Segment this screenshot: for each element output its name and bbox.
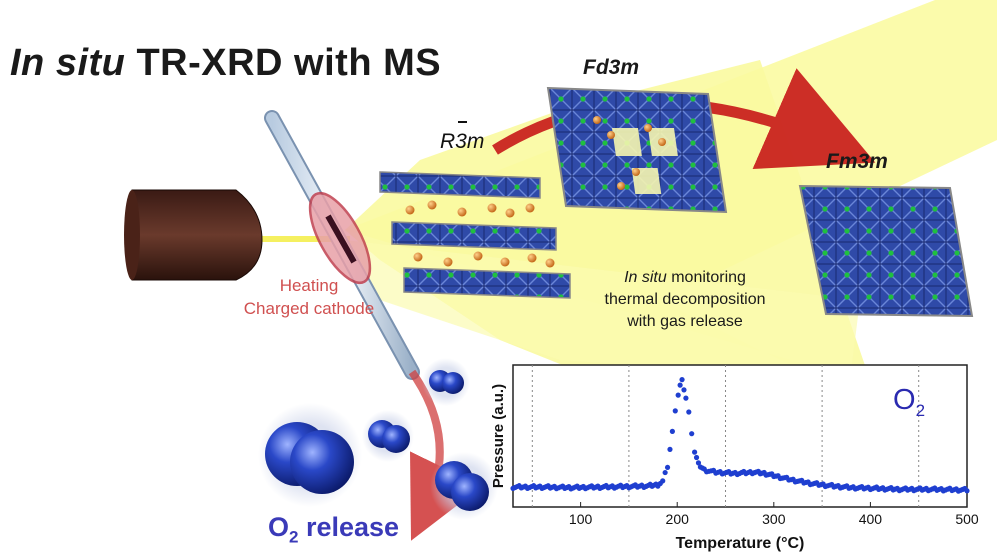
data-point [677,382,683,388]
x-axis-label: Temperature (°C) [676,535,805,552]
x-tick-label: 200 [666,511,690,527]
data-point [686,409,692,415]
xray-source-icon [124,189,263,281]
monitoring-line-1: In situ monitoring [575,269,795,287]
fm3m-rocksalt-structure [798,184,974,318]
o2-molecule-icon [422,358,470,406]
o2-legend-o: O [893,384,916,416]
incident-beam [240,236,350,242]
data-point [669,428,675,434]
monitoring-rest: monitoring [666,269,746,286]
data-point [681,387,687,393]
title-italic: In situ [10,42,126,84]
o2-molecule-icon [258,403,362,507]
capillary-tube-icon [264,110,420,380]
phase-label-r3m-text: R3m [440,130,485,153]
overbar-mark [458,121,467,123]
data-point [667,446,673,452]
fd3m-spinel-structure [546,86,728,214]
o2-release-o: O [268,512,290,542]
data-point [672,408,678,414]
data-point [675,392,681,398]
data-point [689,431,695,437]
x-tick-label: 300 [762,511,786,527]
x-tick-label: 500 [955,511,979,527]
figure-title: In situ TR-XRD with MS [10,42,441,85]
monitoring-line-3: with gas release [627,313,743,330]
title-rest: TR-XRD with MS [125,42,442,84]
o2-molecule-icon [362,410,414,462]
monitoring-italic: In situ [624,269,667,286]
data-point [693,454,700,461]
r3m-layered-structure [379,171,571,299]
data-point [692,449,698,455]
data-point [964,488,970,494]
phase-label-r3m: R3m [440,130,484,154]
data-point [695,460,702,466]
heating-label: Heating [279,276,339,295]
pressure-temperature-chart: 100 200 300 400 500 Temperature (°C) Pressur… [490,364,979,552]
plot-frame [512,364,968,508]
o2-legend-sub: 2 [915,400,926,420]
charged-cathode-label: Charged cathode [243,299,375,318]
x-tick-label: 100 [569,511,593,527]
o2-legend-label: O2 [893,384,925,421]
x-tick-label: 400 [859,511,883,527]
o2-release-label: O2 release [268,512,399,547]
data-point [664,464,671,471]
y-axis-label: Pressure (a.u.) [490,384,507,488]
data-point [660,478,666,484]
monitoring-line-2: thermal decomposition [604,291,766,308]
o2-molecule-icon [430,452,498,520]
phase-label-fd3m: Fd3m [583,56,640,79]
data-point [679,377,685,383]
data-point [683,395,689,401]
data-point [662,469,668,476]
o2-release-rest: release [298,512,400,542]
o2-release-sub: 2 [289,527,299,547]
phase-label-fm3m: Fm3m [826,150,888,173]
